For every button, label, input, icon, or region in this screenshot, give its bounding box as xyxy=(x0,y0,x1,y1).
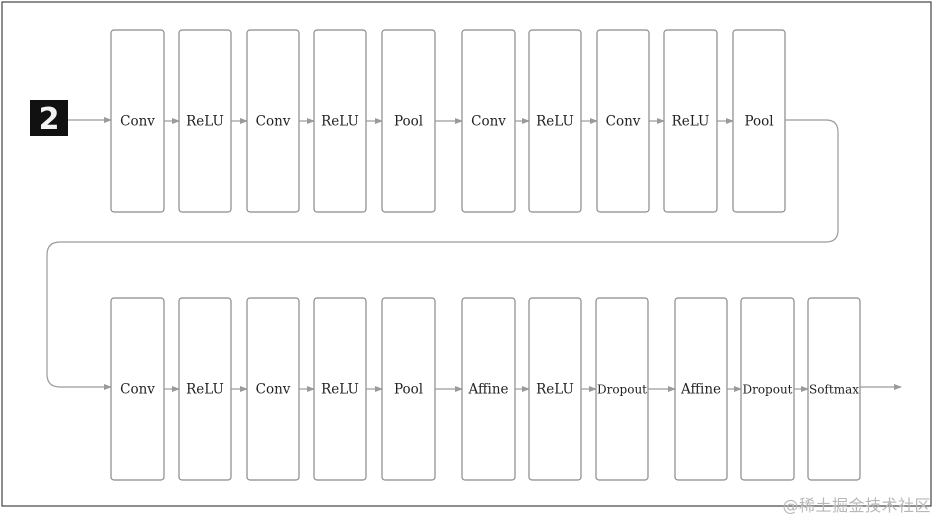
layer-label-conv: Conv xyxy=(120,382,155,398)
layer-label-pool: Pool xyxy=(394,382,423,398)
layer-label-relu: ReLU xyxy=(321,114,359,130)
layer-label-dropout: Dropout xyxy=(597,383,647,397)
row-1-layers: Conv ReLU Conv ReLU Pool Conv ReLU Conv ReLU Pool xyxy=(110,29,786,213)
layer-label-conv: Conv xyxy=(256,114,291,130)
layer-label-pool: Pool xyxy=(394,114,423,130)
layer-box-softmax xyxy=(807,297,861,481)
watermark: @稀土掘金技术社区 xyxy=(782,496,931,515)
layer-label-relu: ReLU xyxy=(536,114,574,130)
layer-label-conv: Conv xyxy=(120,114,155,130)
layer-label-softmax: Softmax xyxy=(809,383,859,397)
layer-label-relu: ReLU xyxy=(186,114,224,130)
input-digit-image: 2 xyxy=(30,100,68,137)
input-digit-label: 2 xyxy=(39,102,60,137)
layer-label-affine: Affine xyxy=(680,382,721,398)
layer-label-conv: Conv xyxy=(606,114,641,130)
layer-box-pool xyxy=(732,29,786,213)
layer-label-relu: ReLU xyxy=(186,382,224,398)
row-connector-arrow xyxy=(46,119,839,390)
layer-label-dropout: Dropout xyxy=(742,383,792,397)
layer-label-conv: Conv xyxy=(471,114,506,130)
layer-label-relu: ReLU xyxy=(536,382,574,398)
row-2-layers: Conv ReLU Conv ReLU Pool Affine ReLU Dropout Aff… xyxy=(110,297,861,481)
layer-label-pool: Pool xyxy=(744,114,773,130)
layer-label-affine: Affine xyxy=(467,382,508,398)
layer-label-relu: ReLU xyxy=(321,382,359,398)
layer-label-conv: Conv xyxy=(256,382,291,398)
layer-label-relu: ReLU xyxy=(672,114,710,130)
